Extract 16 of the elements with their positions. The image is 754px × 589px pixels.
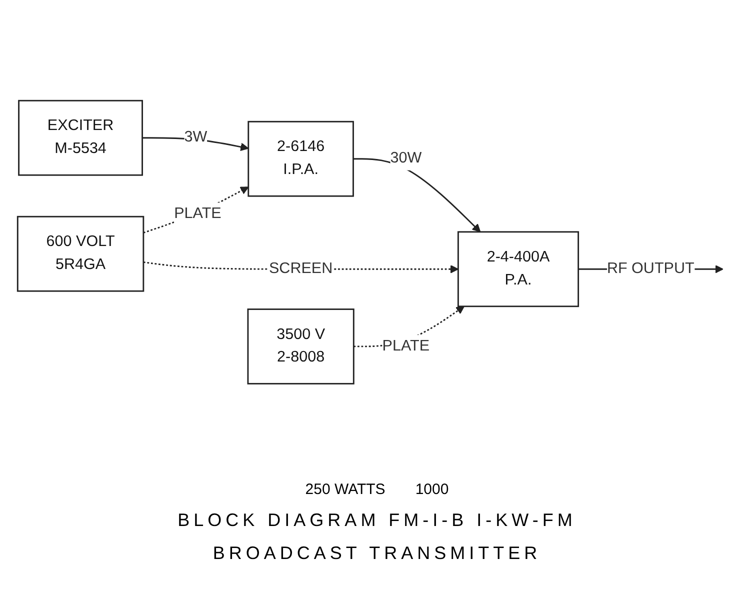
- edge-label: SCREEN: [268, 260, 333, 278]
- node-box: 2-4-400A P.A.: [457, 232, 580, 308]
- edge-label: PLATE: [174, 206, 222, 222]
- arrow: [142, 138, 249, 152]
- caption: BLOCK DIAGRAM FM-I-B I-KW-FM BROADCAST TRANSMITTER: [176, 509, 578, 565]
- arrow: [143, 187, 249, 234]
- edge-label: PLATE: [382, 338, 430, 355]
- node-box: 2-6146 I.P.A.: [248, 121, 354, 198]
- edge-label: 3W: [184, 130, 208, 146]
- note-text: 1000: [415, 481, 449, 498]
- edge-label: RF OUTPUT: [606, 260, 694, 278]
- edge-label: 30W: [390, 150, 422, 167]
- node-box: 3500 V 2-8008: [247, 308, 354, 385]
- node-box: 600 VOLT 5R4GA: [16, 216, 144, 292]
- note-text: 250 WATTS: [305, 481, 386, 498]
- node-box: EXCITER M-5534: [18, 100, 143, 176]
